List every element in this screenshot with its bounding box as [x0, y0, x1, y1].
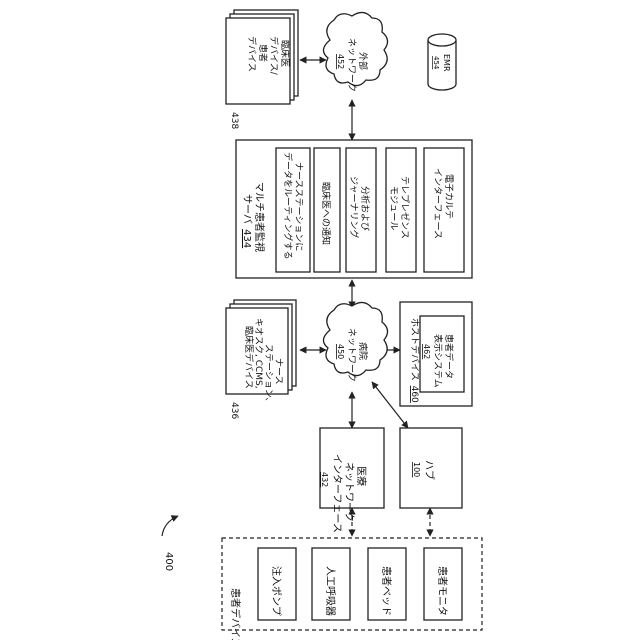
- external-network-cloud: 外部 ネットワーク 452: [323, 12, 387, 92]
- patient-bed-label: 患者ベッド: [380, 566, 392, 616]
- database-icon: [428, 34, 456, 46]
- clinician-devices-line-2: デバイス/: [268, 36, 280, 76]
- analytics-line-1: 分析および: [359, 186, 371, 231]
- patient-monitor-label: 患者モニタ: [436, 566, 448, 616]
- external-network-line-2: ネットワーク: [346, 38, 357, 92]
- mni-line-1: 医療: [355, 466, 368, 486]
- clinician-devices-stack: 臨床医 デバイス/ 患者 デバイス 438: [226, 10, 298, 129]
- clinician-devices-ref: 438: [229, 112, 239, 129]
- infusion-pump-label: 注入ポンプ: [270, 566, 283, 616]
- server-line-2: サーバ 434: [241, 194, 253, 248]
- route-to-nurse-line-1: ナースステーションに: [293, 162, 304, 251]
- hospital-network-line-2: ネットワーク: [346, 328, 357, 382]
- multi-patient-server: マルチ患者監視 サーバ 434 ナースステーションに データをルーティングする …: [236, 140, 472, 278]
- hospital-network-cloud: 病院 ネットワーク 450: [323, 302, 387, 382]
- nurse-station-line-4: 臨床医デバイス: [243, 326, 255, 389]
- clinician-devices-line-1: 臨床医: [279, 40, 291, 67]
- host-device: ホストデバイス 460 患者データ 表示システム 462: [400, 302, 472, 406]
- mni-line-3: インターフェース: [331, 454, 343, 533]
- figure-ref: 400: [162, 516, 178, 571]
- nurse-station-line-1: ナース: [273, 358, 284, 385]
- hospital-network-ref: 450: [336, 344, 345, 359]
- nurse-station-line-2: ステーション、: [263, 344, 274, 406]
- host-device-title: ホストデバイス 460: [409, 318, 421, 403]
- telepresence-line-2: モジュール: [388, 186, 398, 230]
- mni-line-2: ネットワーク: [343, 462, 355, 522]
- emr-database: EMR 454: [428, 34, 456, 90]
- analytics-line-2: ジャーナリング: [348, 176, 360, 239]
- ventilator-label: 人工呼吸器: [324, 566, 336, 616]
- clinician-devices-line-4: デバイス: [246, 36, 258, 72]
- figure-ref-label: 400: [163, 552, 174, 571]
- hub-ref: 100: [412, 462, 421, 477]
- hub: ハブ 100: [400, 428, 462, 508]
- nurse-station-ref: 436: [229, 402, 239, 419]
- patient-devices-title: 患者デバイス 430: [229, 588, 242, 640]
- emr-label: EMR: [442, 54, 451, 72]
- hub-label: ハブ: [423, 460, 436, 480]
- hospital-network-line-1: 病院: [357, 342, 369, 360]
- mni-ref: 432: [320, 472, 329, 487]
- patient-data-display-ref: 462: [422, 344, 431, 359]
- telepresence-line-1: テレプレゼンス: [399, 176, 411, 239]
- nurse-station-stack: ナース ステーション、 キオスク, CCMS, 臨床医デバイス 436: [226, 300, 296, 419]
- clinician-notify-label: 臨床医への通知: [320, 182, 332, 245]
- route-to-nurse-line-2: データをルーティングする: [282, 152, 294, 259]
- emr-interface-line-1: 電子カルテ: [443, 174, 454, 219]
- server-line-1: マルチ患者監視: [253, 182, 266, 252]
- patient-data-display-line-1: 患者データ: [443, 334, 455, 379]
- external-network-line-1: 外部: [357, 52, 369, 70]
- external-network-ref: 452: [336, 54, 345, 69]
- nurse-station-line-3: キオスク, CCMS,: [253, 318, 264, 389]
- patient-devices-group: 患者デバイス 430 注入ポンプ 人工呼吸器 患者ベッド 患者モニタ: [222, 538, 482, 640]
- emr-ref: 454: [432, 56, 440, 70]
- clinician-devices-line-3: 患者: [257, 44, 269, 62]
- patient-data-display-line-2: 表示システム: [432, 334, 444, 388]
- emr-interface-line-2: インターフェース: [432, 168, 443, 239]
- route-to-nurse-module: [276, 148, 310, 272]
